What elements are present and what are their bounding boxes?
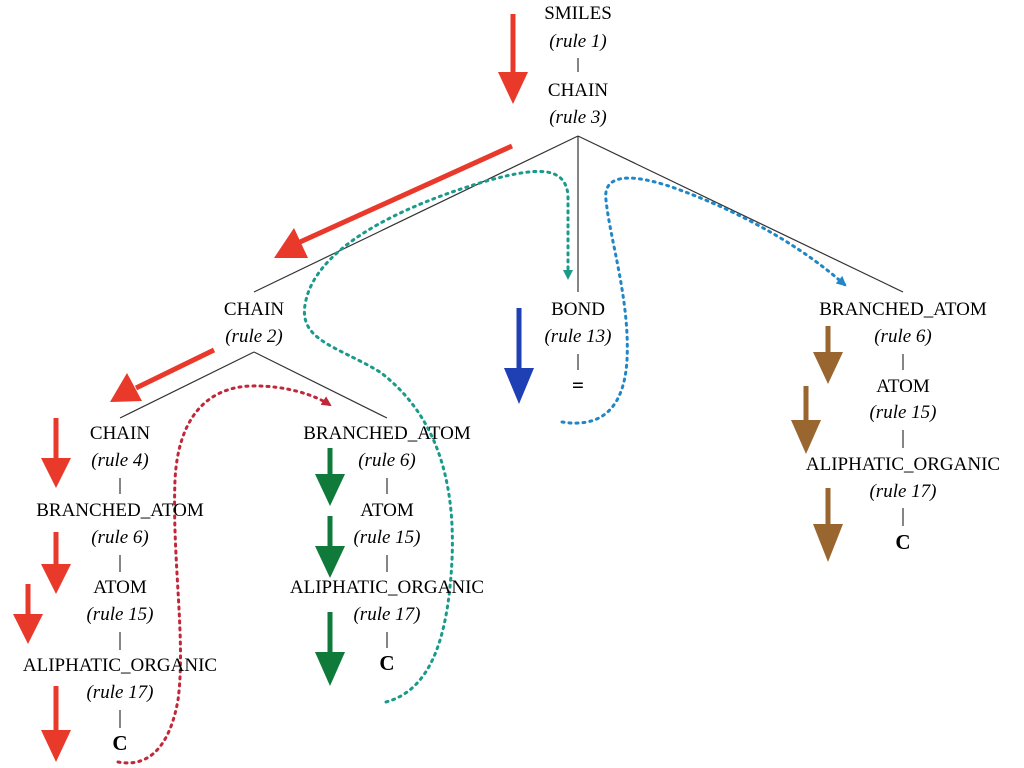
node-label: SMILES (544, 3, 612, 24)
node-label: BRANCHED_ATOM (303, 423, 471, 444)
node-aliph-left: ALIPHATIC_ORGANIC (rule 17) C (23, 655, 217, 755)
node-branched-right: BRANCHED_ATOM (rule 6) (819, 299, 987, 347)
brown-arrow-2 (791, 386, 821, 454)
edge-mid-branched-center (253, 351, 388, 419)
dotted-path-red (116, 384, 332, 765)
node-atom-left: ATOM (rule 15) (86, 577, 153, 625)
rule-label: (rule 6) (874, 326, 932, 347)
rule-label: (rule 4) (91, 450, 149, 471)
node-chain-root: CHAIN (rule 3) (548, 80, 608, 128)
leaf-symbol: C (112, 731, 127, 755)
node-branched-left: BRANCHED_ATOM (rule 6) (36, 500, 204, 548)
node-label: CHAIN (548, 80, 608, 101)
node-aliph-center: ALIPHATIC_ORGANIC (rule 17) C (290, 577, 484, 675)
node-chain-left: CHAIN (rule 4) (90, 423, 150, 471)
node-label: ATOM (360, 500, 414, 521)
blue-arrow-bond (504, 308, 534, 404)
edge-root-branched-right (577, 135, 904, 293)
node-label: ALIPHATIC_ORGANIC (290, 577, 484, 598)
green-arrow-3 (315, 612, 345, 686)
leaf-symbol: = (572, 373, 584, 397)
node-label: BRANCHED_ATOM (819, 299, 987, 320)
node-label: CHAIN (90, 423, 150, 444)
node-label: BOND (551, 299, 605, 320)
node-chain-mid: CHAIN (rule 2) (224, 299, 284, 347)
brown-arrow-1 (813, 326, 843, 384)
leaf-symbol: C (895, 530, 910, 554)
rule-label: (rule 17) (353, 604, 420, 625)
rule-label: (rule 13) (544, 326, 611, 347)
node-label: ATOM (93, 577, 147, 598)
rule-label: (rule 6) (91, 527, 149, 548)
node-smiles: SMILES (rule 1) (544, 3, 612, 52)
red-arrow-left-2 (41, 532, 71, 594)
edge-root-chain-mid (253, 135, 579, 293)
rule-label: (rule 15) (869, 402, 936, 423)
node-label: ALIPHATIC_ORGANIC (806, 454, 1000, 475)
green-arrows (315, 448, 345, 686)
red-arrow-top (498, 14, 528, 104)
rule-label: (rule 15) (353, 527, 420, 548)
node-label: BRANCHED_ATOM (36, 500, 204, 521)
red-arrow-diagonal-large (274, 143, 514, 258)
node-label: ATOM (876, 376, 930, 397)
dotted-path-blue (560, 176, 847, 425)
node-bond: BOND (rule 13) = (544, 299, 611, 397)
blue-arrows (504, 308, 534, 404)
rule-label: (rule 17) (869, 481, 936, 502)
rule-label: (rule 1) (549, 31, 607, 52)
node-atom-center: ATOM (rule 15) (353, 500, 420, 548)
green-arrow-1 (315, 448, 345, 506)
rule-label: (rule 15) (86, 604, 153, 625)
red-arrows (13, 14, 528, 762)
red-arrow-left-3 (13, 584, 43, 644)
green-arrow-2 (315, 516, 345, 578)
node-label: CHAIN (224, 299, 284, 320)
edge-mid-chain-left (119, 351, 255, 419)
red-arrow-left-1 (41, 418, 71, 488)
red-arrow-diagonal-small (110, 347, 216, 402)
node-label: ALIPHATIC_ORGANIC (23, 655, 217, 676)
leaf-symbol: C (379, 651, 394, 675)
node-aliph-right: ALIPHATIC_ORGANIC (rule 17) C (806, 454, 1000, 554)
rule-label: (rule 3) (549, 107, 607, 128)
rule-label: (rule 6) (358, 450, 416, 471)
node-branched-center: BRANCHED_ATOM (rule 6) (303, 423, 471, 471)
brown-arrows (791, 326, 843, 562)
node-atom-right: ATOM (rule 15) (869, 376, 936, 423)
rule-label: (rule 2) (225, 326, 283, 347)
brown-arrow-3 (813, 488, 843, 562)
rule-label: (rule 17) (86, 682, 153, 703)
red-arrow-left-4 (41, 686, 71, 762)
